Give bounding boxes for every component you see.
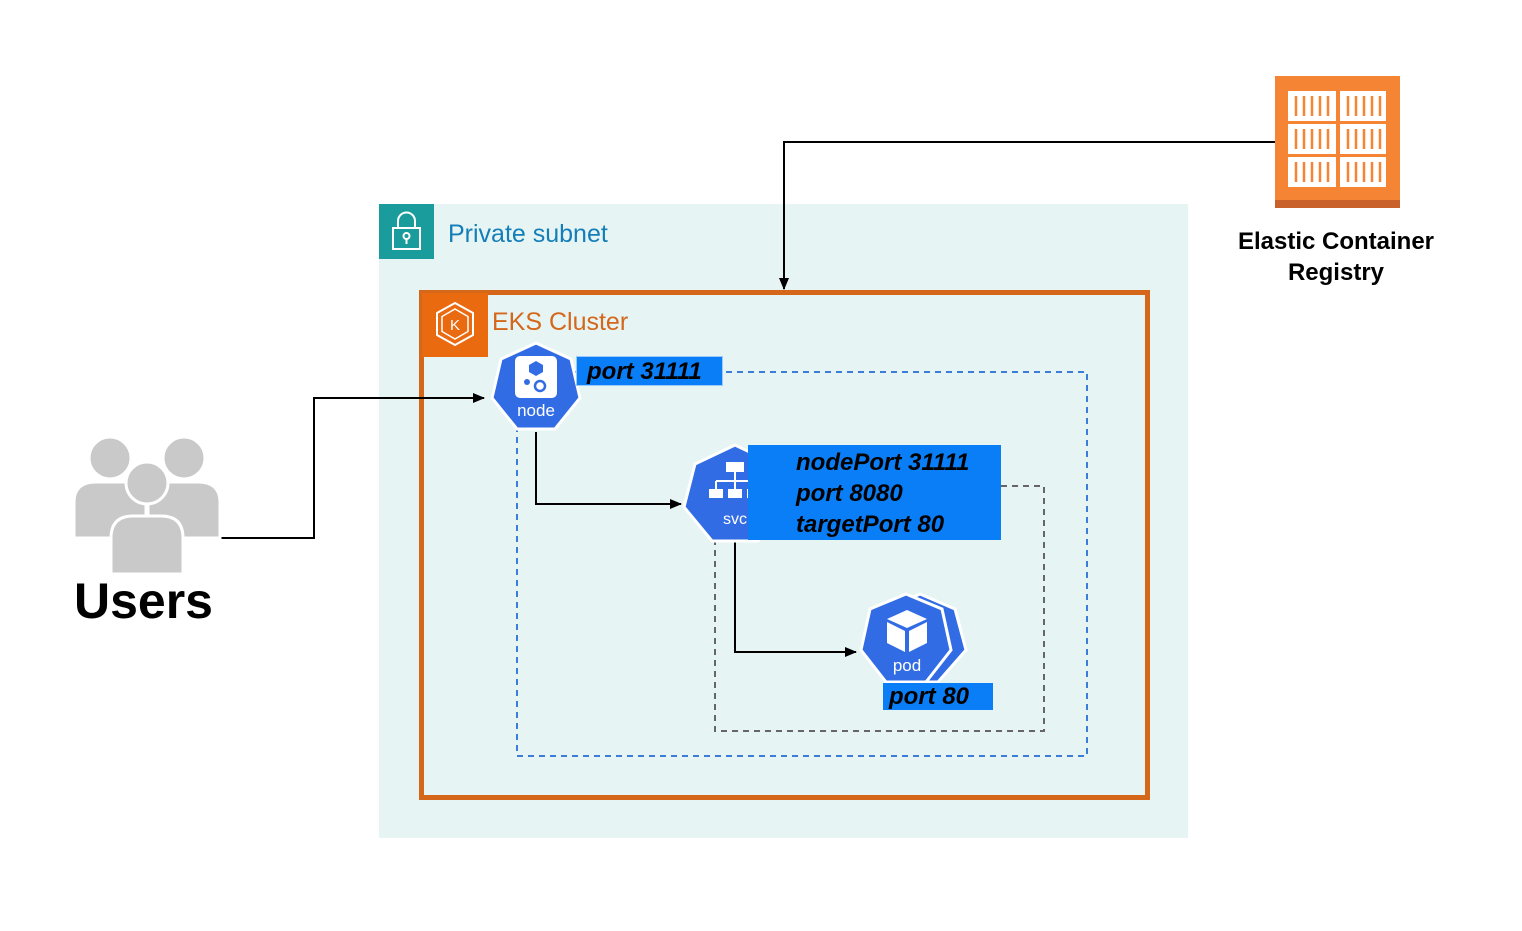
pod-icon [859, 592, 968, 684]
ecr-to-cluster-arrow [779, 141, 1275, 290]
svc-ports-label: nodePort 31111 port 8080 targetPort 80 [748, 445, 1001, 540]
node-port-label: port 31111 [576, 356, 723, 386]
svg-text:K: K [450, 317, 460, 334]
svc-group-boundary [714, 485, 1045, 732]
svc-targetport-line: targetPort 80 [796, 511, 945, 538]
node-icon-label: node [517, 401, 555, 420]
kubernetes-icon: K [422, 293, 488, 357]
users-to-node-arrow [220, 393, 485, 539]
svc-nodeport-line: nodePort 31111 [796, 449, 970, 476]
svc-port-line: port 8080 [796, 480, 903, 507]
svc-to-pod-arrow [734, 540, 857, 657]
node-to-svc-arrow [535, 432, 682, 509]
lock-icon [379, 204, 434, 259]
pod-port-label: port 80 [883, 683, 993, 710]
ecr-label: Elastic Container Registry [1237, 228, 1435, 286]
node-icon [490, 341, 582, 431]
cluster-label: EKS Cluster [492, 308, 629, 336]
node-group-boundary [516, 371, 1088, 757]
subnet-label: Private subnet [448, 220, 608, 248]
eks-cluster-group [419, 290, 1150, 800]
container-registry-icon [1275, 76, 1400, 208]
users-label: Users [74, 573, 213, 629]
svc-icon-label: svc [723, 511, 747, 528]
users-icon [72, 435, 222, 576]
pod-icon-label: pod [893, 656, 921, 675]
